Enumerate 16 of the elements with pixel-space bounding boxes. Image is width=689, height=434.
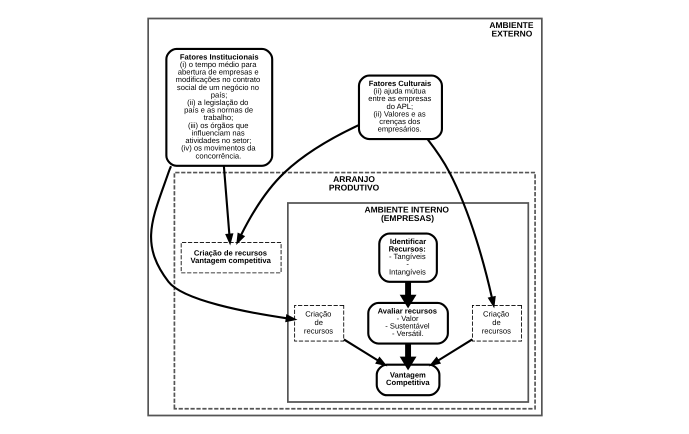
node-box: Criação de recursos Vantagem competitiva [180,242,281,274]
arrow [222,166,233,246]
arrow [342,338,387,366]
node-box: Identificar Recursos: - Tangíveis - Intangíveis [378,232,438,283]
node-box: Criação de recursos [472,305,522,342]
node-box: Fatores Culturais (ii) ajuda mútua entre as empresas do APL; (ii) Valores e as crenças dos empresários. [357,74,442,140]
arrow [426,138,496,308]
arrow [150,166,297,322]
arrow [399,282,416,308]
node-box: Avaliar recursos - Valor - Sustentável - Versátil. [366,302,448,345]
arrow [236,124,359,246]
node-box: Criação de recursos [294,305,344,342]
node-box: Fatores Institucionais (i) o tempo médio para abertura de empresas e modificações no contrato social de um negócio no país; (ii) a legislação do país e as normas de trabalho; (iii) os órgãos que influenciam nas atividades no setor; (iv) os movimentos da concorrência. [164,48,273,167]
arrow [428,338,472,366]
node-box: Vantagem Competitiva [375,364,440,396]
arrow [399,344,416,370]
